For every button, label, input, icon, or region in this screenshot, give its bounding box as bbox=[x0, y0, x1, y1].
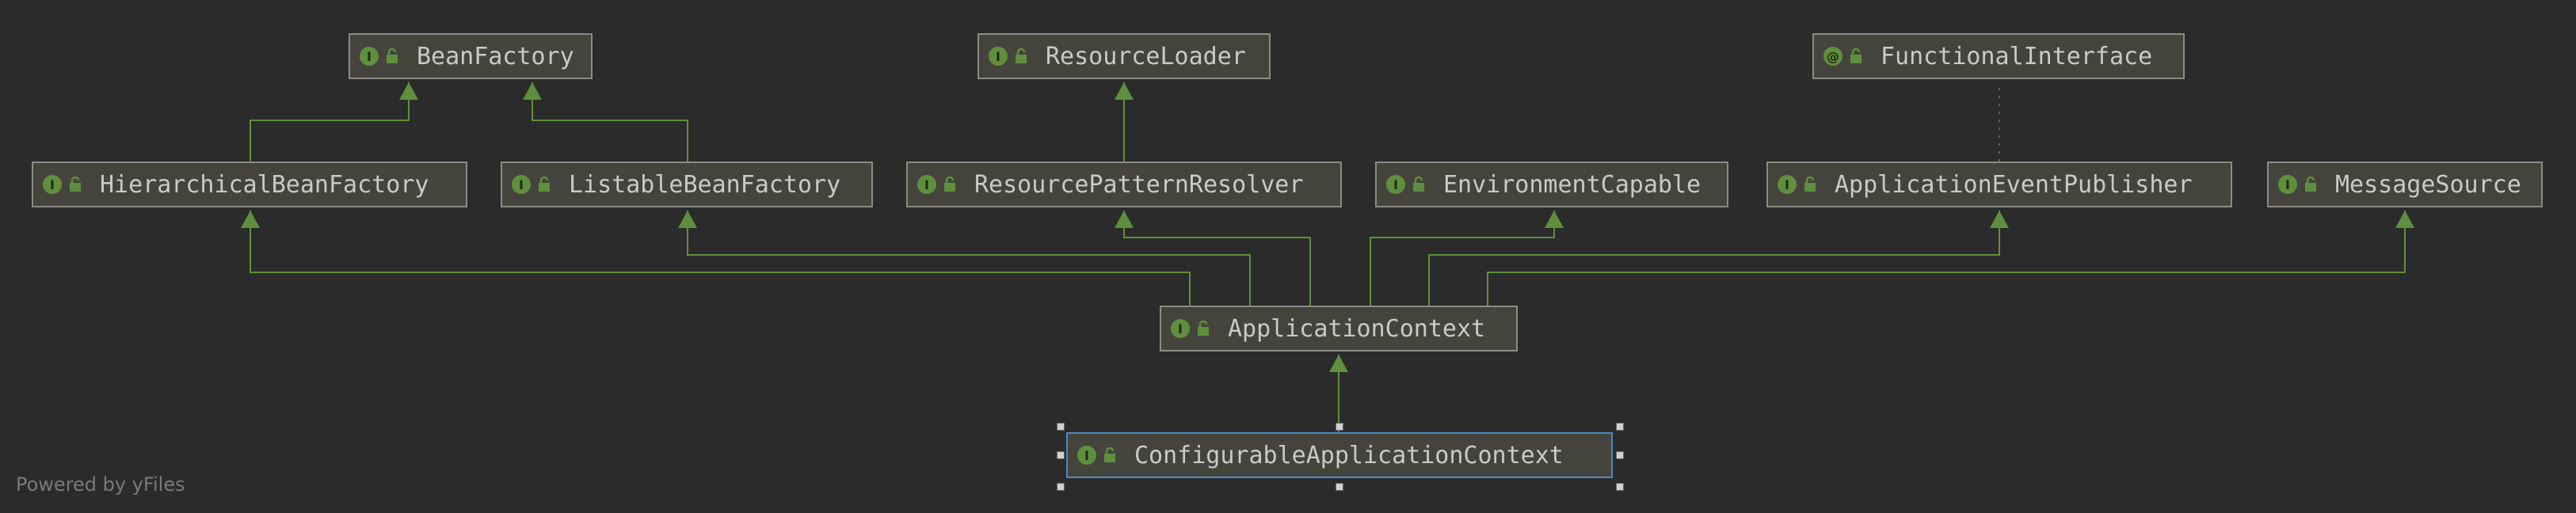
lock-icon bbox=[1104, 447, 1115, 462]
resize-handle-w[interactable] bbox=[1057, 451, 1065, 459]
lock-icon bbox=[1198, 321, 1209, 336]
edge-hierarchicalbeanfactory-to-beanfactory[interactable] bbox=[250, 82, 418, 162]
arrowhead bbox=[241, 211, 260, 228]
resize-handle-nw[interactable] bbox=[1057, 423, 1065, 431]
node-applicationcontext[interactable]: I ApplicationContext bbox=[1160, 306, 1518, 352]
resize-handle-s[interactable] bbox=[1336, 483, 1343, 491]
resize-handle-se[interactable] bbox=[1616, 483, 1624, 491]
arrowhead bbox=[399, 82, 418, 100]
interface-icon: I bbox=[1171, 319, 1190, 338]
lock-icon bbox=[1413, 177, 1424, 192]
interface-icon: I bbox=[1386, 175, 1405, 194]
footer-credit: Powered by yFiles bbox=[16, 473, 185, 496]
edge-configurableapplicationcontext-to-applicationcontext[interactable] bbox=[1329, 355, 1348, 432]
node-resourceloader[interactable]: I ResourceLoader bbox=[977, 33, 1271, 79]
lock-icon bbox=[1804, 177, 1816, 192]
node-functionalinterface[interactable]: @ FunctionalInterface bbox=[1812, 33, 2185, 79]
node-label: ResourceLoader bbox=[1046, 42, 1246, 70]
node-label: FunctionalInterface bbox=[1881, 42, 2153, 70]
arrowhead bbox=[678, 211, 697, 228]
node-label: ResourcePatternResolver bbox=[974, 170, 1304, 199]
node-environmentcapable[interactable]: I EnvironmentCapable bbox=[1375, 162, 1728, 207]
node-label: ApplicationContext bbox=[1228, 314, 1486, 343]
interface-icon: I bbox=[512, 175, 531, 194]
node-label: ListableBeanFactory bbox=[569, 170, 841, 199]
edge-listablebeanfactory-to-beanfactory[interactable] bbox=[523, 82, 688, 162]
resize-handle-n[interactable] bbox=[1336, 423, 1343, 431]
node-resourcepatternresolver[interactable]: I ResourcePatternResolver bbox=[906, 162, 1342, 207]
lock-icon bbox=[2305, 177, 2316, 192]
node-label: ConfigurableApplicationContext bbox=[1134, 441, 1564, 469]
resize-handle-e[interactable] bbox=[1616, 451, 1624, 459]
lock-icon bbox=[387, 48, 398, 63]
edge-applicationcontext-to-environmentcapable[interactable] bbox=[1370, 211, 1564, 306]
node-beanfactory[interactable]: I BeanFactory bbox=[349, 33, 593, 79]
interface-icon: I bbox=[43, 175, 62, 194]
node-messagesource[interactable]: I MessageSource bbox=[2267, 162, 2543, 207]
lock-icon bbox=[70, 177, 81, 192]
node-label: EnvironmentCapable bbox=[1443, 170, 1701, 199]
arrowhead bbox=[1115, 211, 1134, 228]
node-listablebeanfactory[interactable]: I ListableBeanFactory bbox=[501, 162, 873, 207]
interface-icon: I bbox=[360, 47, 379, 66]
arrowhead bbox=[523, 82, 542, 100]
node-label: BeanFactory bbox=[417, 42, 574, 70]
node-label: ApplicationEventPublisher bbox=[1835, 170, 2193, 199]
arrowhead bbox=[1115, 82, 1134, 100]
interface-icon: I bbox=[1778, 175, 1797, 194]
node-hierarchicalbeanfactory[interactable]: I HierarchicalBeanFactory bbox=[32, 162, 467, 207]
edge-applicationcontext-to-applicationeventpublisher[interactable] bbox=[1428, 211, 2009, 306]
resize-handle-sw[interactable] bbox=[1057, 483, 1065, 491]
edge-applicationcontext-to-hierarchicalbeanfactory[interactable] bbox=[241, 211, 1191, 306]
lock-icon bbox=[944, 177, 955, 192]
arrowhead bbox=[2395, 211, 2414, 228]
arrowhead bbox=[1990, 211, 2009, 228]
resize-handle-ne[interactable] bbox=[1616, 423, 1624, 431]
arrowhead bbox=[1545, 211, 1564, 228]
interface-icon: I bbox=[2278, 175, 2297, 194]
edge-applicationcontext-to-listablebeanfactory[interactable] bbox=[678, 211, 1251, 306]
interface-icon: I bbox=[989, 47, 1008, 66]
lock-icon bbox=[539, 177, 550, 192]
lock-icon bbox=[1016, 48, 1027, 63]
interface-icon: I bbox=[1077, 446, 1096, 465]
edge-applicationcontext-to-resourcepatternresolver[interactable] bbox=[1115, 211, 1311, 306]
edge-resourcepatternresolver-to-resourceloader[interactable] bbox=[1115, 82, 1134, 162]
lock-icon bbox=[1850, 48, 1862, 63]
edge-applicationcontext-to-messagesource[interactable] bbox=[1487, 211, 2414, 306]
node-applicationeventpublisher[interactable]: I ApplicationEventPublisher bbox=[1766, 162, 2232, 207]
arrowhead bbox=[1329, 355, 1348, 372]
node-label: HierarchicalBeanFactory bbox=[100, 170, 429, 199]
node-label: MessageSource bbox=[2335, 170, 2521, 199]
node-configurableapplicationcontext[interactable]: I ConfigurableApplicationContext bbox=[1066, 432, 1613, 478]
annotation-icon: @ bbox=[1823, 47, 1842, 66]
interface-icon: I bbox=[917, 175, 936, 194]
